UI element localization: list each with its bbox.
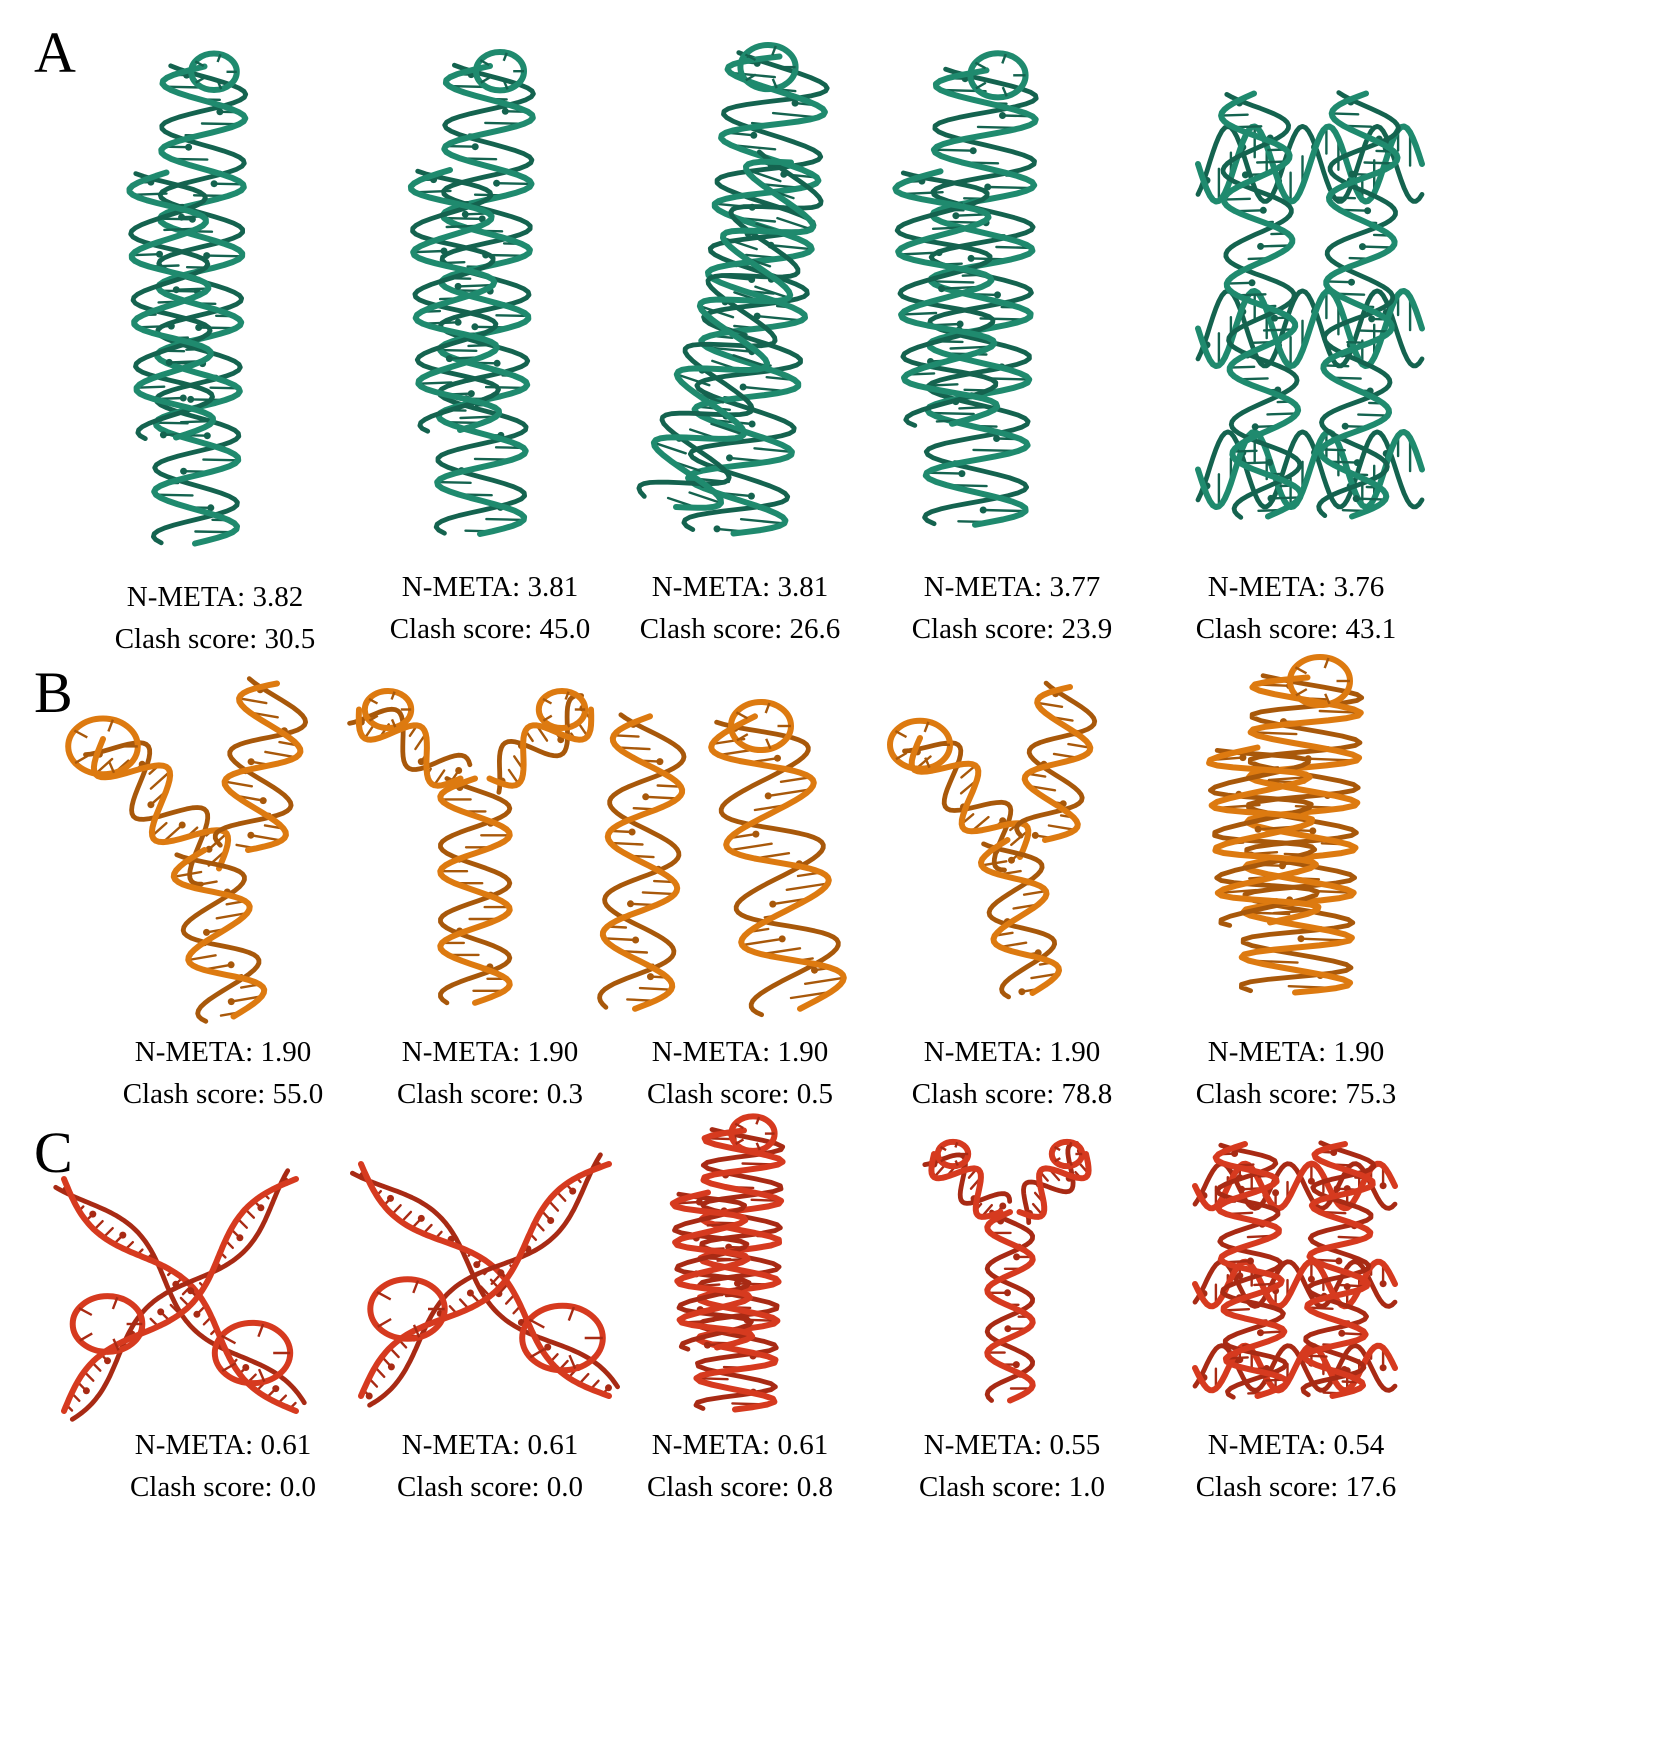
nmeta-label: N-META: 3.81 [401,571,579,603]
clash-score-label: Clash score: 26.6 [639,613,841,645]
structure-b4 [870,670,1120,1010]
rna-structure-image [636,42,830,537]
clash-score-label: Clash score: 75.3 [1195,1078,1397,1110]
clash-score-label: Clash score: 78.8 [911,1078,1113,1110]
structure-a5 [1170,70,1450,540]
structure-b3 [575,699,875,1025]
structure-b1 [45,665,335,1035]
structure-c1 [35,1150,325,1440]
nmeta-label: N-META: 3.82 [126,581,304,613]
structure-c4 [915,1125,1105,1415]
nmeta-label: N-META: 1.90 [134,1036,312,1068]
structure-c3 [645,1113,825,1425]
clash-score-label: Clash score: 0.3 [396,1078,584,1110]
nmeta-label: N-META: 3.77 [923,571,1101,603]
nmeta-label: N-META: 1.90 [401,1036,579,1068]
clash-score-label: Clash score: 0.0 [129,1471,317,1503]
rna-structure-image [53,1168,307,1422]
structure-a4 [860,45,1090,550]
structure-c5 [1170,1130,1420,1410]
clash-score-label: Clash score: 1.0 [918,1471,1106,1503]
nmeta-label: N-META: 3.81 [651,571,829,603]
rna-structure-image [347,687,595,1006]
clash-score-label: Clash score: 0.5 [646,1078,834,1110]
panel-label-b: B [34,660,73,725]
structure-a3 [630,30,860,560]
nmeta-label: N-META: 1.90 [651,1036,829,1068]
structure-c2 [330,1135,640,1425]
nmeta-label: N-META: 0.55 [923,1429,1101,1461]
structure-a2 [380,40,580,560]
panel-label-c: C [34,1120,73,1185]
structure-b5 [1170,654,1420,1010]
nmeta-label: N-META: 1.90 [923,1036,1101,1068]
rna-structure-image [922,1138,1092,1404]
clash-score-label: Clash score: 23.9 [911,613,1113,645]
clash-score-label: Clash score: 17.6 [1195,1471,1397,1503]
clash-score-label: Clash score: 43.1 [1195,613,1397,645]
rna-structure-image [407,49,536,537]
nmeta-label: N-META: 0.54 [1207,1429,1385,1461]
rna-structure-image [597,699,847,1018]
nmeta-label: N-META: 3.76 [1207,571,1385,603]
rna-structure-image [892,50,1039,528]
rna-structure-image [669,1113,786,1413]
rna-structure-image [887,680,1098,1000]
clash-score-label: Clash score: 30.5 [114,623,316,655]
nmeta-label: N-META: 0.61 [401,1429,579,1461]
rna-structure-image [126,50,249,547]
rna-structure-image [1195,90,1425,520]
structure-b2 [330,675,620,1020]
rna-structure-image [65,676,309,1024]
nmeta-label: N-META: 0.61 [134,1429,312,1461]
nmeta-label: N-META: 1.90 [1207,1036,1385,1068]
structure-a1 [100,40,290,570]
clash-score-label: Clash score: 0.0 [396,1471,584,1503]
rna-structure-image [1192,1140,1398,1400]
rna-structure-image [349,1152,621,1408]
clash-score-label: Clash score: 55.0 [122,1078,324,1110]
nmeta-label: N-META: 0.61 [651,1429,829,1461]
panel-label-a: A [34,20,76,85]
clash-score-label: Clash score: 45.0 [389,613,591,645]
clash-score-label: Clash score: 0.8 [646,1471,834,1503]
rna-structure-image [1206,654,1365,996]
